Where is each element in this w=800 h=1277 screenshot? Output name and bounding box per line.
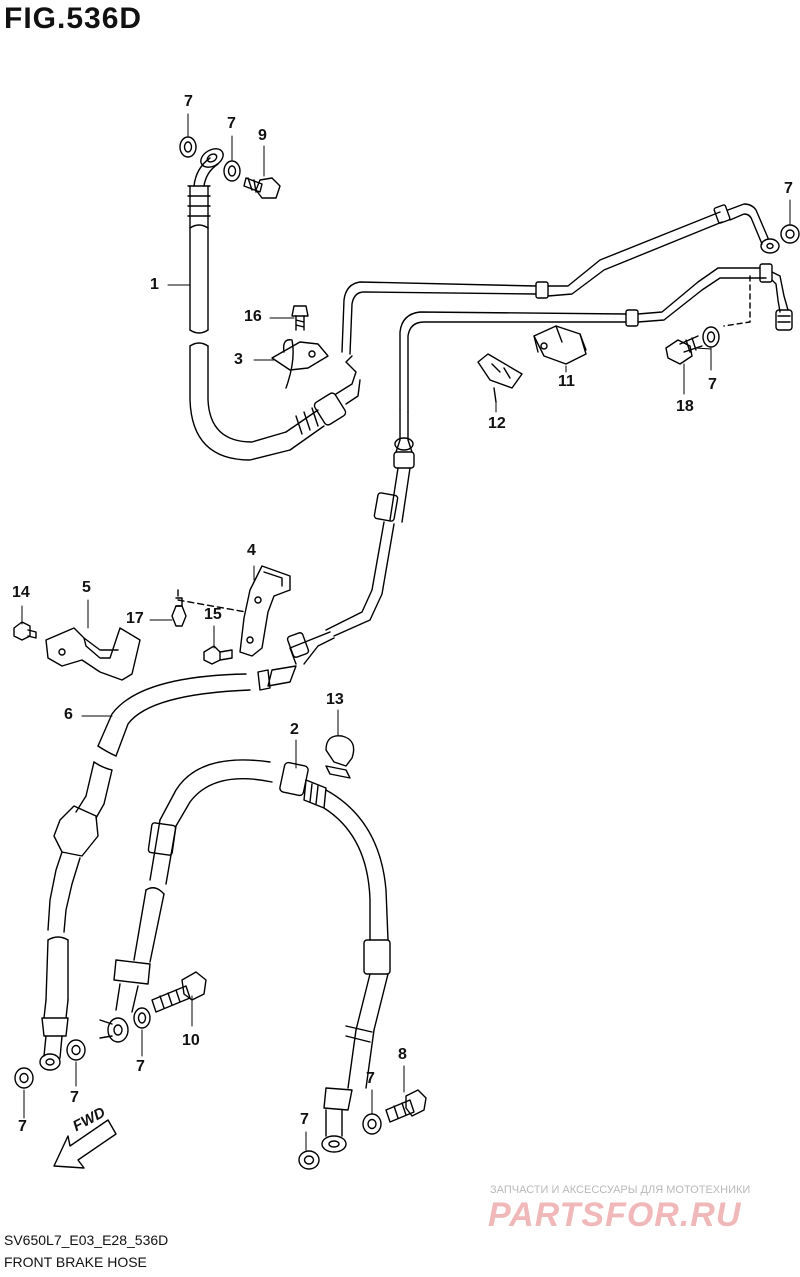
watermark-logo: PARTSFOR.RU — [488, 1196, 742, 1234]
metal-brake-pipes — [325, 203, 793, 637]
part-15-bolt — [203, 645, 233, 665]
part-14-bolt — [13, 621, 37, 641]
callout-7-bottom-3: 7 — [136, 1058, 145, 1075]
callout-11: 11 — [558, 373, 575, 390]
washers-part-7 — [14, 136, 800, 1170]
leader-lines — [21, 113, 791, 1151]
part-16-bolt — [291, 305, 309, 331]
callout-7-top-left: 7 — [184, 93, 193, 110]
part-9-bolt — [243, 177, 281, 199]
watermark-tagline: ЗАПЧАСТИ И АКСЕССУАРЫ ДЛЯ МОТОТЕХНИКИ — [490, 1184, 751, 1196]
part-12-clip — [477, 353, 523, 403]
callout-1: 1 — [150, 276, 159, 293]
part-2-lower-right-hose — [99, 759, 391, 1153]
callout-7-bottom-2: 7 — [70, 1089, 79, 1106]
part-13-clamp — [325, 735, 355, 779]
part-3-clamp — [271, 339, 329, 389]
callout-12: 12 — [488, 415, 506, 432]
part-4-bracket — [177, 565, 291, 657]
figure-title: FIG.536D — [4, 2, 143, 35]
part-11-grommet — [533, 325, 587, 365]
callout-7-bottom-4: 7 — [300, 1111, 309, 1128]
callout-7-top-center: 7 — [227, 115, 236, 132]
callout-16: 16 — [244, 308, 262, 325]
callout-7-top-right: 7 — [784, 180, 793, 197]
callout-3: 3 — [234, 351, 243, 368]
diagram-caption: FRONT BRAKE HOSE — [4, 1254, 147, 1270]
callout-15: 15 — [204, 606, 222, 623]
callout-2: 2 — [290, 721, 299, 738]
part-17-nut — [171, 597, 187, 627]
callout-6: 6 — [64, 706, 73, 723]
callout-17: 17 — [126, 610, 144, 627]
part-6-lower-left-hose — [39, 631, 335, 1071]
part-18-bolt — [665, 335, 703, 365]
part-5-bracket — [45, 627, 141, 681]
callout-18: 18 — [676, 398, 694, 415]
callout-9: 9 — [258, 127, 267, 144]
part-10-bolt — [151, 971, 207, 1013]
part-8-bolt — [385, 1089, 427, 1123]
part-1-upper-hose — [187, 148, 361, 461]
callout-7-bottom-5: 7 — [366, 1070, 375, 1087]
diagram-code: SV650L7_E03_E28_536D — [4, 1232, 169, 1248]
callout-10: 10 — [182, 1032, 200, 1049]
fwd-arrow-icon — [53, 1119, 117, 1169]
callout-7-mid-right: 7 — [708, 376, 717, 393]
callout-14: 14 — [12, 584, 30, 601]
callout-7-bottom-1: 7 — [18, 1118, 27, 1135]
callout-13: 13 — [326, 691, 344, 708]
callout-5: 5 — [82, 579, 91, 596]
callout-4: 4 — [247, 542, 256, 559]
callout-8: 8 — [398, 1046, 407, 1063]
